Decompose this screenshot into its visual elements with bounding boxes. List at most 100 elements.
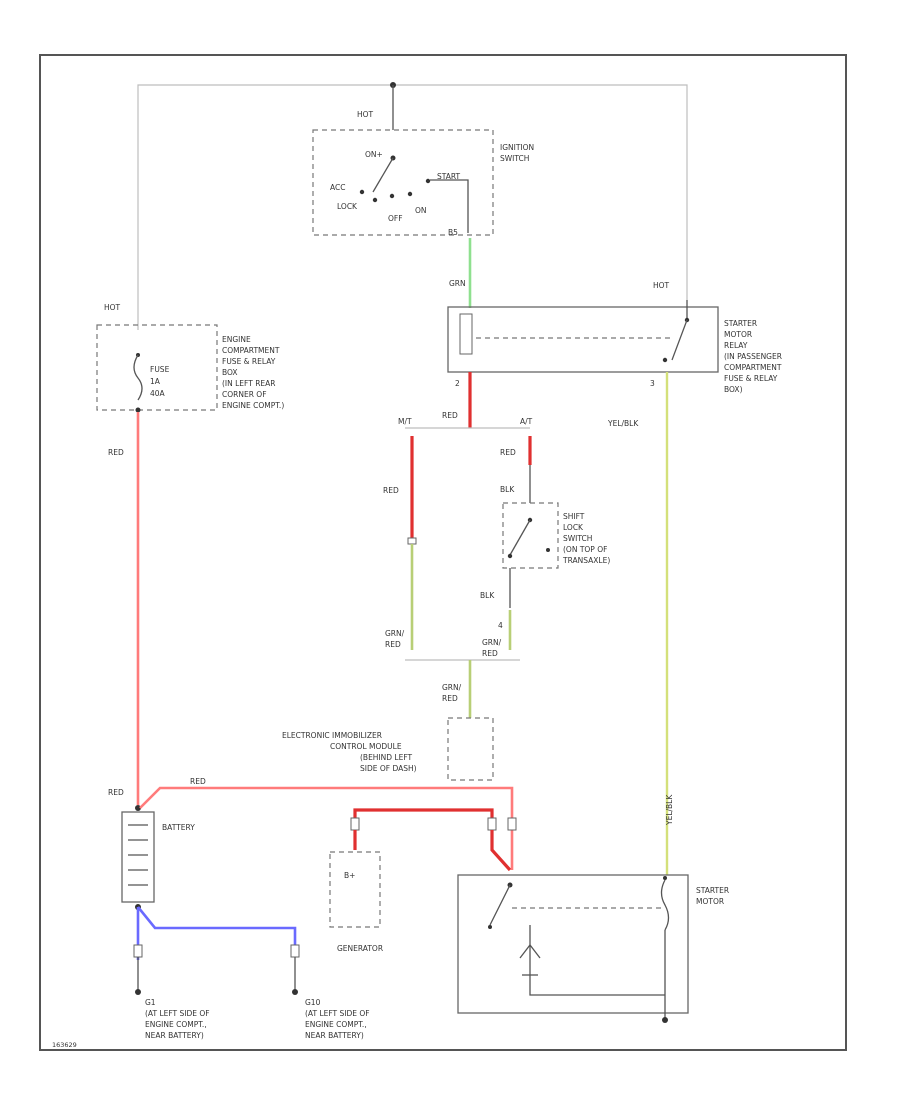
label-relay-3: RELAY <box>724 341 748 350</box>
connector-g10 <box>290 944 300 958</box>
label-immob-4: SIDE OF DASH) <box>360 764 417 773</box>
label-g-right-4: NEAR BATTERY) <box>305 1031 364 1040</box>
starter-coil <box>660 879 670 931</box>
ignition-switch-box <box>312 129 494 236</box>
relay-coil <box>459 313 473 355</box>
switch-contact-on <box>407 191 413 197</box>
diagram-frame <box>39 54 847 1051</box>
label-off: OFF <box>388 214 403 223</box>
label-shift-3: SWITCH <box>563 534 592 543</box>
starter-relay-box <box>447 306 719 373</box>
connector-mt <box>407 537 417 545</box>
label-relay-4: (IN PASSENGER <box>724 352 782 361</box>
ground-g1 <box>135 989 141 995</box>
label-fuse-1: FUSE <box>150 365 170 374</box>
label-red-mid: RED <box>383 486 399 495</box>
label-grn-1: GRN <box>449 279 466 288</box>
label-generator: GENERATOR <box>337 944 383 953</box>
label-shift-4: (ON TOP OF <box>563 545 607 554</box>
label-starter-1: STARTER <box>696 886 729 895</box>
immobilizer-box <box>447 717 494 781</box>
wire-red-starter <box>490 830 512 872</box>
label-fuse-3: 40A <box>150 389 166 398</box>
label-grn-red-1b: RED <box>385 640 401 649</box>
label-ignition-switch-1: IGNITION <box>500 143 534 152</box>
label-on-plus: ON+ <box>365 150 383 159</box>
label-immob-3: (BEHIND LEFT <box>360 753 413 762</box>
label-immob-2: CONTROL MODULE <box>330 742 402 751</box>
connector-gen <box>350 817 360 831</box>
label-red-shift: RED <box>500 448 516 457</box>
label-blk-bot: BLK <box>480 591 495 600</box>
label-ignition-pin: B5 <box>448 228 458 237</box>
label-red-center: RED <box>442 411 458 420</box>
label-immob-1: ELECTRONIC IMMOBILIZER <box>282 731 382 740</box>
label-g-left-2: (AT LEFT SIDE OF <box>145 1009 210 1018</box>
connector-starter-b <box>507 817 517 831</box>
switch-start-link <box>430 179 469 233</box>
label-g-left-4: NEAR BATTERY) <box>145 1031 204 1040</box>
relay-blade <box>671 319 688 361</box>
label-acc: ACC <box>330 183 345 192</box>
switch-contact-start <box>425 178 431 184</box>
shift-blade <box>509 519 531 556</box>
label-grn-red-2a: GRN/ <box>482 638 502 647</box>
fuse-bottom-dot <box>135 407 141 413</box>
label-g-left-3: ENGINE COMPT., <box>145 1020 207 1029</box>
label-grn-red-2b: RED <box>482 649 498 658</box>
label-relay-5: COMPARTMENT <box>724 363 782 372</box>
relay-contact-bottom <box>662 357 668 363</box>
wire-red-top <box>139 786 514 870</box>
starter-motor-symbol <box>519 943 541 959</box>
wire-top-bus <box>137 84 688 330</box>
label-lock: LOCK <box>337 202 358 211</box>
label-relay-6: FUSE & RELAY <box>724 374 778 383</box>
label-g-right-3: ENGINE COMPT., <box>305 1020 367 1029</box>
starter-yel-dot <box>663 876 667 880</box>
label-shift-2: LOCK <box>563 523 584 532</box>
label-on: ON <box>415 206 427 215</box>
label-shift-5: TRANSAXLE) <box>562 556 610 565</box>
label-grn-red-3a: GRN/ <box>442 683 462 692</box>
label-starter-2: MOTOR <box>696 897 724 906</box>
switch-contact-lock <box>372 197 378 203</box>
label-pin-2: 2 <box>455 379 460 388</box>
connector-g1 <box>133 944 143 958</box>
label-mt: M/T <box>398 417 412 426</box>
starter-contact-bottom <box>488 925 492 929</box>
generator-box <box>329 851 381 928</box>
starter-ground-dot <box>662 1017 668 1023</box>
ground-g10 <box>292 989 298 995</box>
label-ignition-switch-2: SWITCH <box>500 154 529 163</box>
shift-lock-switch-box <box>502 502 559 569</box>
shift-contact-side <box>546 548 550 552</box>
label-hot-left: HOT <box>104 303 121 312</box>
label-red-top: RED <box>190 777 206 786</box>
label-pin-4: 4 <box>498 621 503 630</box>
label-blk-top: BLK <box>500 485 515 494</box>
wire-red-generator <box>353 808 494 830</box>
label-b-plus: B+ <box>344 871 355 880</box>
battery-plus-dot <box>135 805 141 811</box>
label-red-left: RED <box>108 448 124 457</box>
label-battery: BATTERY <box>162 823 195 832</box>
label-grn-red-1a: GRN/ <box>385 629 405 638</box>
shift-contact-bottom <box>507 553 513 559</box>
label-engine-box-7: ENGINE COMPT.) <box>222 401 284 410</box>
label-red-batt: RED <box>108 788 124 797</box>
label-engine-box-5: (IN LEFT REAR <box>222 379 276 388</box>
starter-return <box>529 975 665 996</box>
label-engine-box-1: ENGINE <box>222 335 251 344</box>
label-g-right-2: (AT LEFT SIDE OF <box>305 1009 370 1018</box>
fuse-element <box>133 354 143 401</box>
starter-blade <box>489 884 511 926</box>
label-engine-box-3: FUSE & RELAY <box>222 357 276 366</box>
wire-blue-ground <box>136 906 297 945</box>
label-hot-relay: HOT <box>653 281 670 290</box>
switch-blade <box>372 157 394 193</box>
label-engine-box-4: BOX <box>222 368 238 377</box>
label-yel-blk: YEL/BLK <box>607 419 639 428</box>
battery-box <box>121 811 155 903</box>
switch-contact-acc <box>359 189 365 195</box>
